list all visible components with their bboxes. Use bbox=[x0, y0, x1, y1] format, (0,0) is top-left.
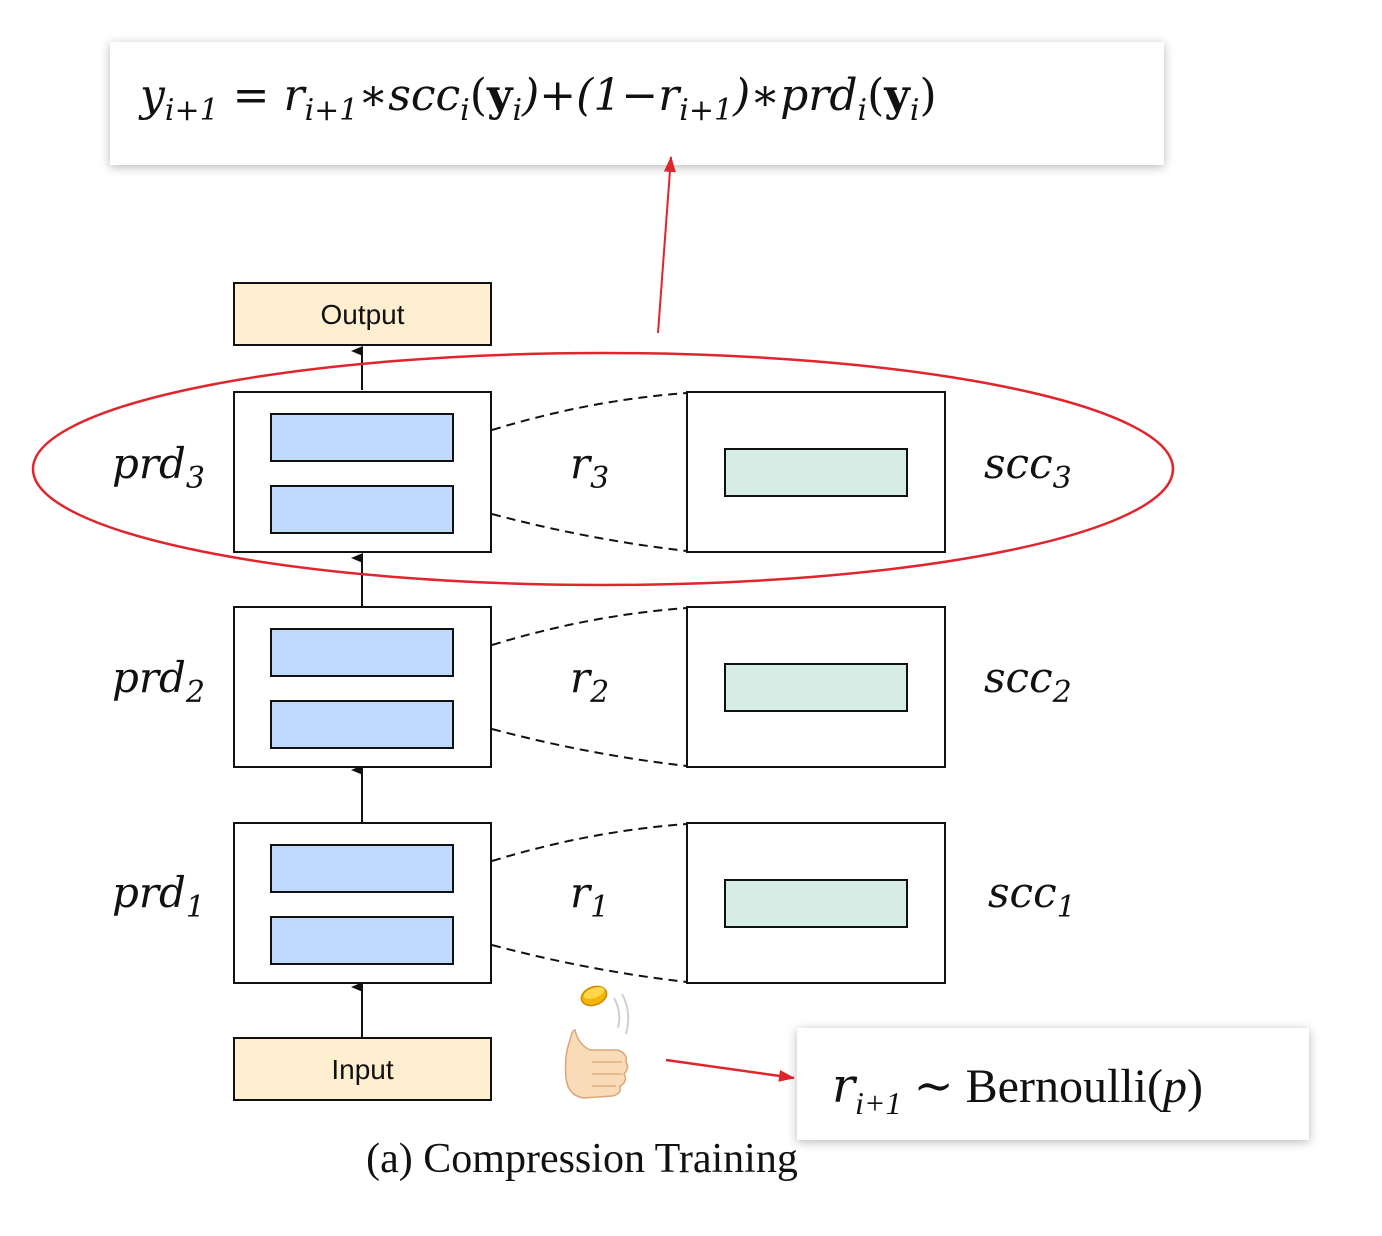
prd-label-1: prd1 bbox=[112, 868, 205, 925]
scc-sublayer bbox=[724, 879, 908, 928]
input-box: Input bbox=[233, 1037, 492, 1101]
figure-caption: (a) Compression Training bbox=[366, 1136, 798, 1182]
prd-sublayer bbox=[270, 700, 454, 749]
layer-row-3: prd3 r3 scc3 bbox=[112, 391, 1072, 553]
scc-label-1: scc1 bbox=[988, 868, 1076, 925]
r-label-2: r2 bbox=[570, 653, 609, 710]
scc-sublayer bbox=[724, 448, 908, 497]
prd-sublayer bbox=[270, 916, 454, 965]
highlight-ellipse bbox=[31, 351, 1175, 587]
scc-label-2: scc2 bbox=[984, 653, 1072, 710]
red-arrow-to-bernoulli bbox=[665, 1058, 795, 1082]
dashed-link-bottom bbox=[491, 513, 688, 552]
formula-top-box: yi+1 = ri+1∗scci(yi)+(1−ri+1)∗prdi(yi) bbox=[110, 42, 1164, 165]
prd-label-2: prd2 bbox=[112, 653, 205, 710]
dashed-link-bottom bbox=[491, 728, 688, 767]
r-label-1: r1 bbox=[570, 868, 609, 925]
prd-label-3: prd3 bbox=[112, 439, 205, 496]
red-arrow-to-formula bbox=[657, 156, 676, 334]
formula-top: yi+1 = ri+1∗scci(yi)+(1−ri+1)∗prdi(yi) bbox=[138, 70, 937, 128]
formula-bottom: ri+1 ∼ Bernoulli(p) bbox=[832, 1058, 1203, 1121]
scc-label-3: scc3 bbox=[984, 439, 1072, 496]
scc-sublayer bbox=[724, 663, 908, 712]
prd-sublayer bbox=[270, 844, 454, 893]
prd-sublayer bbox=[270, 413, 454, 462]
input-label: Input bbox=[331, 1054, 393, 1085]
dashed-link-top bbox=[491, 823, 688, 862]
layer-row-2: prd2 r2 scc2 bbox=[112, 606, 1072, 768]
layer-row-1: prd1 r1 scc1 bbox=[112, 822, 1076, 984]
dashed-link-bottom bbox=[491, 944, 688, 983]
prd-sublayer bbox=[270, 628, 454, 677]
dashed-link-top bbox=[491, 392, 688, 431]
output-label: Output bbox=[320, 299, 404, 330]
coin-flip-hand-icon bbox=[564, 985, 630, 1099]
formula-bottom-box: ri+1 ∼ Bernoulli(p) bbox=[797, 1028, 1309, 1140]
r-label-3: r3 bbox=[570, 439, 609, 496]
output-box: Output bbox=[233, 282, 492, 346]
prd-sublayer bbox=[270, 485, 454, 534]
dashed-link-top bbox=[491, 607, 688, 646]
